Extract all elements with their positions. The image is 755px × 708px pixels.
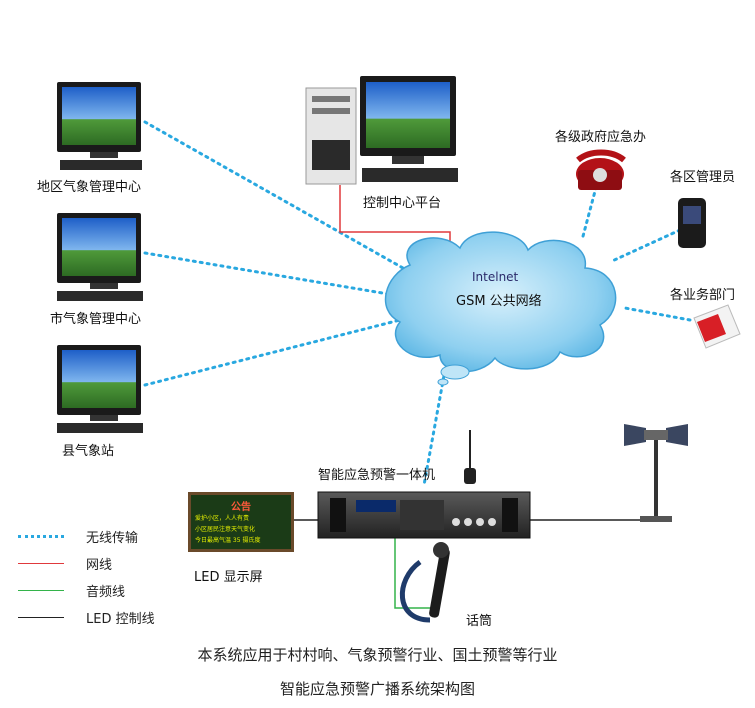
- legend-swatch-network: [18, 562, 64, 564]
- mobile-phone-icon: [678, 198, 706, 248]
- department-document-icon: [693, 304, 741, 349]
- led-screen: 公告 爱护小区，人人有责 小区居民注意天气变化 今日最高气温 35 摄氏度: [188, 492, 294, 552]
- county-station-label: 县气象站: [62, 444, 115, 459]
- caption-application: 本系统应用于村村响、气象预警行业、国土预警等行业: [197, 646, 558, 664]
- regional-monitor-icon: [57, 82, 142, 170]
- legend-label-wireless: 无线传输: [86, 530, 139, 546]
- legend-item-led: LED 控制线: [18, 607, 155, 627]
- city-center-label: 市气象管理中心: [50, 312, 142, 327]
- control-platform-label: 控制中心平台: [363, 196, 442, 211]
- led-line-1: 爱护小区，人人有责: [195, 515, 250, 522]
- led-display-label: LED 显示屏: [194, 570, 263, 585]
- microphone-label: 话筒: [466, 614, 493, 629]
- gov-office-label: 各级政府应急办: [555, 130, 647, 145]
- network-label-line1: Intelnet: [472, 270, 519, 284]
- led-line-2: 小区居民注意天气变化: [195, 526, 256, 533]
- county-monitor-icon: [57, 345, 143, 433]
- city-monitor-icon: [57, 213, 143, 301]
- legend-item-wireless: 无线传输: [18, 526, 138, 546]
- legend-swatch-audio: [18, 589, 64, 591]
- terminal-device-icon: [317, 491, 531, 539]
- legend-item-audio: 音频线: [18, 580, 125, 600]
- caption-title: 智能应急预警广播系统架构图: [279, 680, 475, 698]
- departments-label: 各业务部门: [670, 288, 736, 303]
- microphone-icon: [399, 542, 450, 623]
- terminal-label: 智能应急预警一体机: [318, 468, 436, 483]
- network-label-line2: GSM 公共网络: [456, 294, 542, 309]
- regional-center-label: 地区气象管理中心: [37, 180, 142, 195]
- control-platform-icon: [305, 76, 458, 185]
- legend-label-audio: 音频线: [86, 584, 126, 600]
- legend-label-network: 网线: [86, 557, 113, 573]
- antenna-icon: [464, 430, 476, 484]
- wireless-links: [143, 120, 692, 487]
- legend-label-led: LED 控制线: [86, 611, 155, 627]
- network-cloud: [384, 231, 617, 386]
- led-title: 公告: [231, 502, 251, 513]
- telephone-icon: [576, 149, 626, 190]
- legend-swatch-wireless: [18, 534, 64, 538]
- legend-item-network: 网线: [18, 553, 112, 573]
- led-line-3: 今日最高气温 35 摄氏度: [195, 537, 261, 544]
- speaker-horn-icon: [624, 424, 688, 522]
- district-admin-label: 各区管理员: [670, 170, 736, 185]
- legend-swatch-led: [18, 616, 64, 618]
- audio-line: [394, 534, 440, 609]
